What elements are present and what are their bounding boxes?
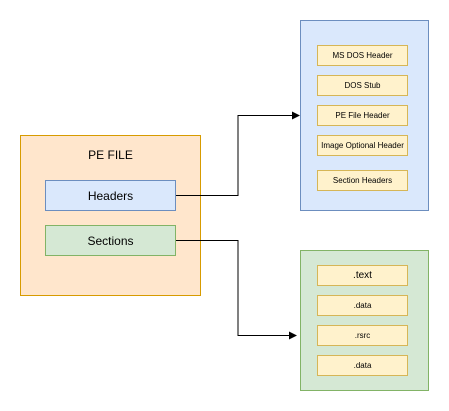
sections-node: Sections [45,225,176,256]
dos-stub-field: DOS Stub [317,75,408,96]
sections-label: Sections [87,233,134,248]
headers-connector-arrow [176,111,300,196]
headers-node: Headers [45,180,176,211]
pe-file-title: PE FILE [88,148,133,162]
pe-file-container: PE FILE [20,135,201,296]
image-optional-header-field: Image Optional Header [317,135,408,156]
section-headers-field: Section Headers [317,170,408,191]
headers-label: Headers [87,188,134,203]
text-section-field: .text [317,265,408,286]
data-section-field: .data [317,295,408,316]
sections-connector-arrow [176,240,297,340]
pe-file-header-field: PE File Header [317,105,408,126]
data-section-field-2: .data [317,355,408,376]
ms-dos-header-field: MS DOS Header [317,45,408,66]
rsrc-section-field: .rsrc [317,325,408,346]
